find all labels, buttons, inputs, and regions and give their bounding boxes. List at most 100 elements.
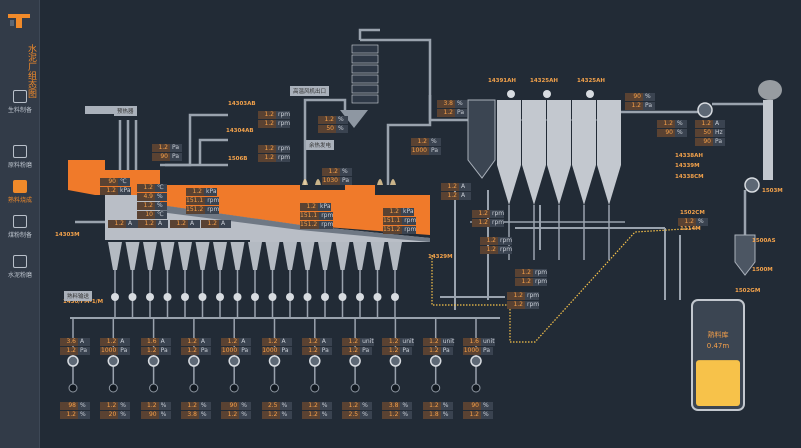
- motor-icon: [431, 383, 441, 393]
- unit: %: [675, 120, 687, 128]
- motor-icon: [356, 293, 364, 301]
- unit: %: [198, 402, 211, 410]
- unit: %: [440, 411, 453, 419]
- sidebar-item-1[interactable]: 原料粉磨: [0, 145, 40, 169]
- value: 1.2: [301, 347, 320, 355]
- factory-logo-icon: [8, 14, 30, 28]
- motor-readout: 3.8%1.2%: [382, 402, 413, 419]
- unit: %: [696, 218, 708, 226]
- unit: rpm: [525, 301, 540, 309]
- value: 90: [152, 153, 170, 161]
- sidebar-item-label: 原料粉磨: [7, 162, 32, 169]
- value: 1.2: [472, 210, 490, 218]
- motor-icon: [251, 293, 259, 301]
- value: 1000: [100, 347, 119, 355]
- value: 1.2: [221, 411, 240, 419]
- value: 50: [695, 129, 713, 137]
- readout-row: 1.2%: [318, 116, 348, 124]
- motor-readout: 1.2%1.2%: [301, 402, 332, 419]
- unit: Pa: [279, 347, 292, 355]
- sidebar-item-4[interactable]: 水泥粉磨: [0, 255, 40, 279]
- unit: ℃: [118, 178, 130, 186]
- value: 1000: [261, 347, 280, 355]
- unit: kPa: [118, 187, 131, 195]
- motor-icon: [390, 383, 400, 393]
- unit: %: [239, 411, 252, 419]
- unit: %: [158, 402, 171, 410]
- unit: %: [400, 411, 413, 419]
- hopper: [265, 242, 280, 270]
- tank-fill-level: [696, 360, 740, 406]
- section-label: 预热器: [114, 106, 137, 116]
- sidebar-item-3[interactable]: 煤粉制备: [0, 215, 40, 239]
- motor-icon: [507, 90, 515, 98]
- unit: %: [455, 100, 467, 108]
- hopper: [248, 242, 262, 270]
- unit: rpm: [402, 217, 417, 225]
- cyclone-icon: [340, 110, 368, 128]
- to-baghouse: [428, 95, 470, 122]
- unit: rpm: [490, 219, 505, 227]
- unit: A: [459, 183, 471, 191]
- value: 1.2: [342, 338, 361, 346]
- unit: rpm: [319, 212, 334, 220]
- value: 1.2: [300, 203, 318, 211]
- fan-icon: [228, 355, 240, 367]
- unit: %: [481, 402, 493, 410]
- unit: rpm: [498, 237, 513, 245]
- unit: kPa: [204, 188, 217, 196]
- hopper: [353, 242, 367, 270]
- duct-right: [360, 38, 432, 185]
- flame-icon: [302, 179, 308, 185]
- value: 1000: [411, 147, 429, 155]
- silo: [497, 100, 521, 205]
- motor-icon: [163, 293, 172, 301]
- unit: ℃: [155, 184, 167, 192]
- unit: %: [155, 202, 167, 210]
- readout-row: 4.9%: [137, 193, 167, 201]
- value: 1.2: [625, 102, 643, 110]
- preheater-stage: [351, 54, 379, 64]
- hopper: [160, 242, 175, 270]
- value: 1.2: [137, 202, 155, 210]
- motor-icon: [198, 293, 207, 301]
- value: 1.2: [100, 338, 119, 346]
- motor-icon: [128, 293, 137, 301]
- equipment-tag: 1502GM: [735, 288, 761, 294]
- value: 1.2: [463, 411, 481, 419]
- unit: rpm: [276, 120, 291, 128]
- value: 1.2: [140, 347, 159, 355]
- value: 2.5: [261, 402, 280, 410]
- value: 1.2: [441, 192, 459, 200]
- motor-icon: [146, 293, 154, 301]
- value: 4.9: [137, 193, 155, 201]
- unit: kPa: [318, 203, 331, 211]
- value: 50: [318, 125, 336, 133]
- readout-row: 1.2%: [411, 138, 441, 146]
- sidebar-item-0[interactable]: 生料制备: [0, 90, 40, 114]
- value: 90: [140, 411, 159, 419]
- sidebar-item-2[interactable]: 熟料烧成: [0, 180, 40, 204]
- value: 151.1: [300, 212, 320, 220]
- section-label: 高温风机出口: [290, 86, 330, 96]
- section-label: 余热发电: [306, 140, 335, 150]
- unit: Pa: [170, 153, 182, 161]
- value: 3.8: [382, 402, 401, 410]
